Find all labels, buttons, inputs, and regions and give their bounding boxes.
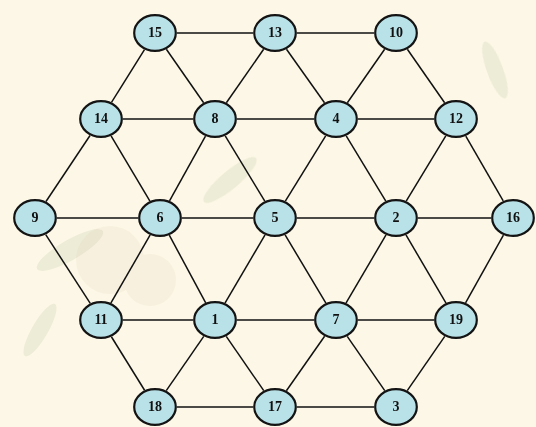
grid-edge <box>57 217 138 219</box>
grid-edge <box>347 49 384 102</box>
node-number: 2 <box>393 211 400 225</box>
grid-edge <box>177 406 253 408</box>
number-node: 12 <box>434 100 478 138</box>
node-number: 17 <box>268 400 282 414</box>
number-node: 15 <box>133 14 177 52</box>
number-node: 5 <box>253 199 297 237</box>
number-node: 4 <box>314 100 358 138</box>
node-number: 18 <box>148 400 162 414</box>
grid-edge <box>358 118 434 120</box>
grid-edge <box>297 406 374 408</box>
grid-edge <box>177 32 253 34</box>
node-number: 15 <box>148 26 162 40</box>
node-number: 11 <box>94 313 107 327</box>
grid-edge <box>46 135 90 201</box>
grid-edge <box>226 49 263 102</box>
grid-edge <box>347 336 384 390</box>
node-number: 3 <box>393 400 400 414</box>
node-number: 6 <box>157 211 164 225</box>
node-number: 14 <box>94 112 108 126</box>
number-node: 3 <box>374 388 418 426</box>
node-number: 16 <box>506 211 520 225</box>
number-node: 7 <box>314 301 358 339</box>
number-node: 9 <box>13 199 57 237</box>
grid-edge <box>169 235 205 303</box>
node-number: 5 <box>272 211 279 225</box>
grid-edge <box>111 337 144 391</box>
grid-edge <box>170 136 206 201</box>
number-node: 19 <box>434 301 478 339</box>
node-number: 9 <box>32 211 39 225</box>
number-node: 2 <box>374 199 418 237</box>
grid-edge <box>237 319 314 321</box>
grid-edge <box>297 32 374 34</box>
number-node: 1 <box>193 301 237 339</box>
grid-edge <box>466 136 503 201</box>
number-node: 11 <box>79 301 123 339</box>
grid-edge <box>111 50 144 103</box>
grid-edge <box>226 336 263 390</box>
grid-edge <box>407 49 444 102</box>
leaf-decoration <box>18 39 513 360</box>
node-number: 13 <box>268 26 282 40</box>
flower-decoration <box>76 226 176 306</box>
grid-edge <box>286 49 324 103</box>
node-number: 19 <box>449 313 463 327</box>
number-node: 6 <box>138 199 182 237</box>
grid-edge <box>346 136 386 201</box>
grid-edge <box>166 49 203 102</box>
number-node: 14 <box>79 100 123 138</box>
number-node: 10 <box>374 14 418 52</box>
grid-edge <box>46 235 91 304</box>
grid-edge <box>406 235 446 303</box>
grid-edge <box>123 118 193 120</box>
node-number: 1 <box>212 313 219 327</box>
number-node: 16 <box>491 199 535 237</box>
grid-edge <box>285 235 326 303</box>
grid-edge <box>225 136 265 201</box>
grid-edge <box>466 235 504 303</box>
node-number: 12 <box>449 112 463 126</box>
grid-edge <box>407 336 444 390</box>
number-node: 8 <box>193 100 237 138</box>
grid-edge <box>358 319 434 321</box>
grid-edge <box>286 336 324 390</box>
grid-edge <box>285 136 325 201</box>
grid-edge <box>237 118 314 120</box>
number-node: 18 <box>133 388 177 426</box>
node-number: 4 <box>333 112 340 126</box>
grid-edge <box>418 217 491 219</box>
grid-edge <box>111 136 150 201</box>
grid-edge <box>123 319 193 321</box>
node-number: 7 <box>333 313 340 327</box>
node-number: 8 <box>212 112 219 126</box>
number-node: 17 <box>253 388 297 426</box>
grid-edge <box>182 217 253 219</box>
node-number: 10 <box>389 26 403 40</box>
grid-edge <box>406 136 446 201</box>
grid-edge <box>111 235 150 303</box>
grid-edge <box>297 217 374 219</box>
grid-edge <box>346 235 386 303</box>
grid-edge <box>166 336 203 390</box>
grid-edge <box>225 235 265 303</box>
number-node: 13 <box>253 14 297 52</box>
